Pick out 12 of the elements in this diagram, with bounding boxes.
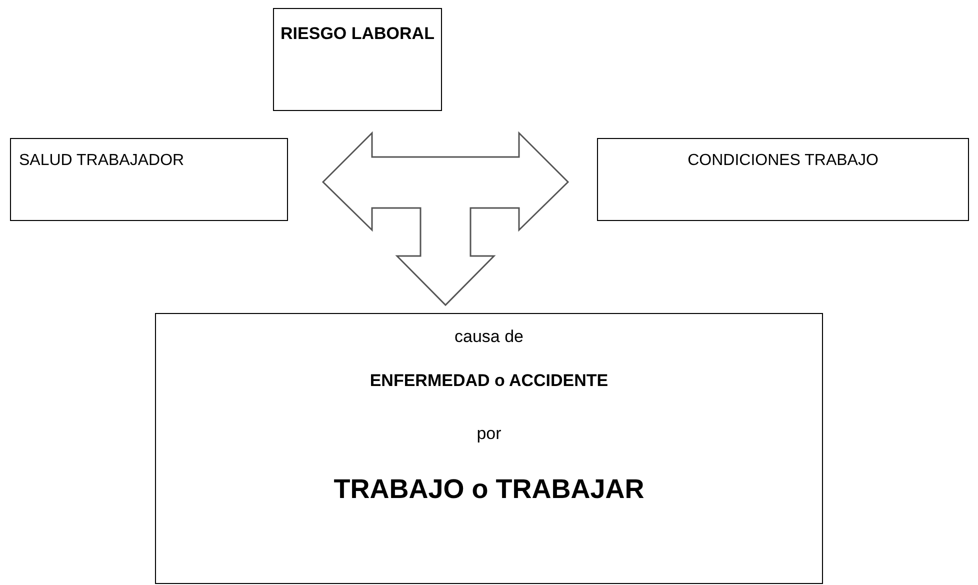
box-title: SALUD TRABAJADOR	[19, 151, 184, 171]
box-text: ENFERMEDAD o ACCIDENTE	[370, 370, 608, 392]
box-title: RIESGO LABORAL	[280, 23, 434, 45]
text-box	[597, 138, 969, 221]
box-text: causa de	[454, 326, 524, 348]
three-way-block-arrow	[322, 131, 570, 306]
box-text: por	[476, 423, 502, 445]
text-box	[155, 313, 823, 584]
text-box	[10, 138, 288, 221]
box-title: CONDICIONES TRABAJO	[688, 151, 878, 171]
box-text: TRABAJO o TRABAJAR	[334, 473, 644, 506]
text-box	[273, 8, 442, 111]
